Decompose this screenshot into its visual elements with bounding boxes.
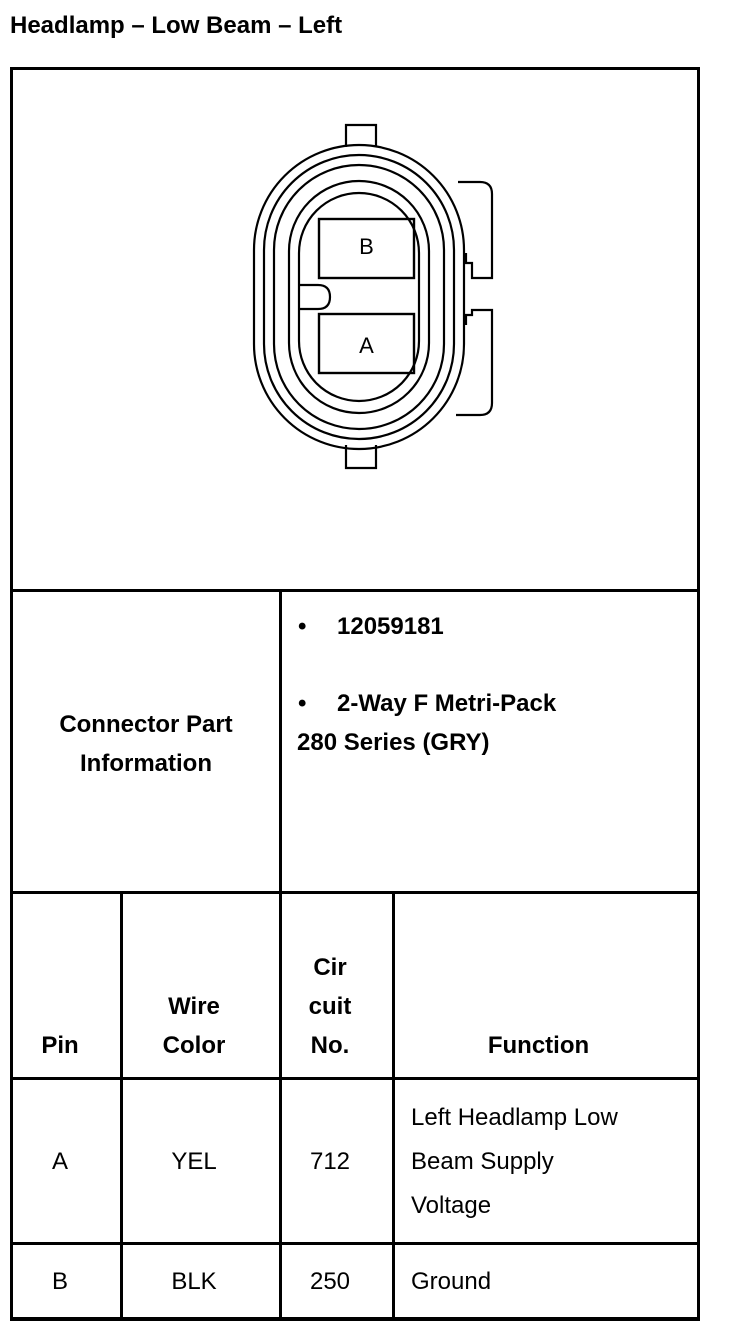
table-border-right: [697, 67, 700, 1321]
row-b-function: Ground: [411, 1268, 492, 1295]
divider-row-a: [10, 1242, 700, 1245]
part-number: 12059181: [337, 613, 444, 640]
row-a-function-line3: Voltage: [411, 1192, 492, 1219]
header-wire-color-line2: Color: [162, 1032, 226, 1059]
row-b-wire-color: BLK: [171, 1268, 217, 1295]
row-a-function: Left Headlamp Low Beam Supply Voltage: [411, 1096, 691, 1228]
header-circuit-line2: cuit: [308, 993, 352, 1020]
divider-circuit-col: [392, 891, 395, 1321]
header-function: Function: [487, 1032, 590, 1059]
header-circuit: Cir cuit No.: [282, 948, 378, 1065]
pin-label-a: A: [359, 333, 374, 358]
row-a-wire-color: YEL: [171, 1148, 217, 1175]
table-border-left: [10, 67, 13, 1321]
row-a-function-line1: Left Headlamp Low: [411, 1104, 618, 1131]
connector-diagram: [252, 123, 494, 470]
header-circuit-line3: No.: [310, 1032, 350, 1059]
table-border-top: [10, 67, 700, 70]
divider-pin-col: [120, 891, 123, 1321]
part-info-label-line2: Information: [80, 750, 212, 777]
divider-diagram: [10, 589, 700, 592]
divider-header: [10, 1077, 700, 1080]
part-description-line2: 280 Series (GRY): [297, 729, 490, 756]
part-info-label: Connector Part Information: [13, 705, 279, 783]
table-border-bottom: [10, 1317, 700, 1321]
row-a-pin: A: [51, 1148, 68, 1175]
description-bullet: •: [298, 690, 307, 717]
divider-part-info-vertical: [279, 589, 282, 1321]
pin-cavity-b: [317, 217, 416, 280]
row-b-circuit: 250: [309, 1268, 351, 1295]
header-wire-color-line1: Wire: [168, 993, 220, 1020]
pin-cavity-a: [317, 312, 416, 375]
page-title: Headlamp – Low Beam – Left: [10, 12, 343, 39]
pin-label-b: B: [359, 234, 374, 259]
header-wire-color: Wire Color: [123, 987, 265, 1065]
row-b-pin: B: [51, 1268, 68, 1295]
part-number-bullet: •: [298, 613, 307, 640]
header-pin: Pin: [41, 1032, 79, 1059]
row-a-circuit: 712: [309, 1148, 351, 1175]
row-a-function-line2: Beam Supply: [411, 1148, 554, 1175]
part-description-line1: 2-Way F Metri-Pack: [337, 690, 557, 717]
part-info-label-line1: Connector Part: [59, 711, 233, 738]
divider-part-info: [10, 891, 700, 894]
header-circuit-line1: Cir: [313, 954, 347, 981]
